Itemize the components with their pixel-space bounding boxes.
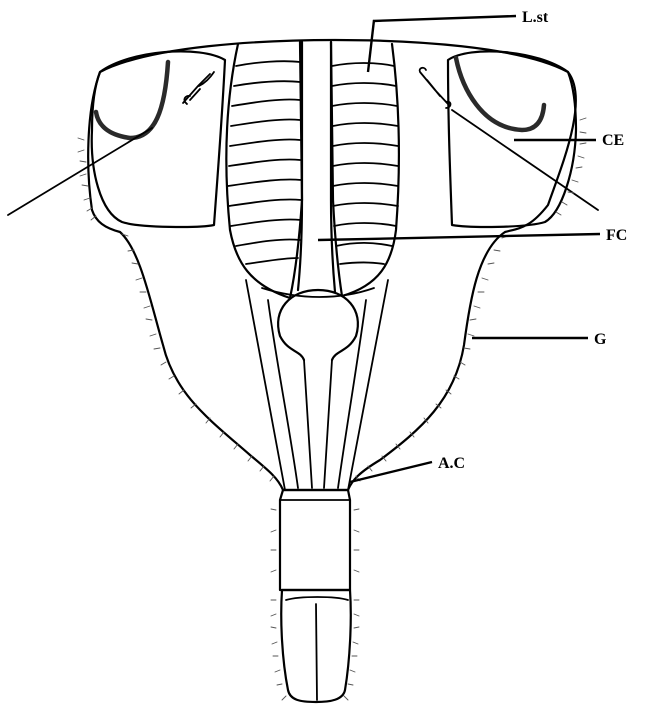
labrum-base [280,490,350,590]
right-eye-dark-rim [456,58,544,130]
right-stripes [332,63,398,264]
right-striated-panel [331,42,399,296]
frontal-carina [298,42,335,292]
label-lst: L.st [522,9,549,26]
left-stripes [228,61,301,264]
label-ce: CE [602,132,624,149]
right-antenna-socket [420,68,451,108]
label-ac: A.C [438,455,465,472]
leader-lst-horizontal [373,16,516,21]
labrum-tip-top [286,597,348,600]
labrum-tip-suture [316,604,317,700]
clypeus [278,290,358,360]
left-antenna-leader-line [8,128,152,215]
label-fc: FC [606,227,627,244]
facial-sutures [246,280,388,490]
leader-fc [318,234,600,240]
leader-lst [368,20,374,72]
label-g: G [594,331,607,348]
left-eye-dark-rim [96,62,168,138]
left-antenna-socket [183,72,214,104]
